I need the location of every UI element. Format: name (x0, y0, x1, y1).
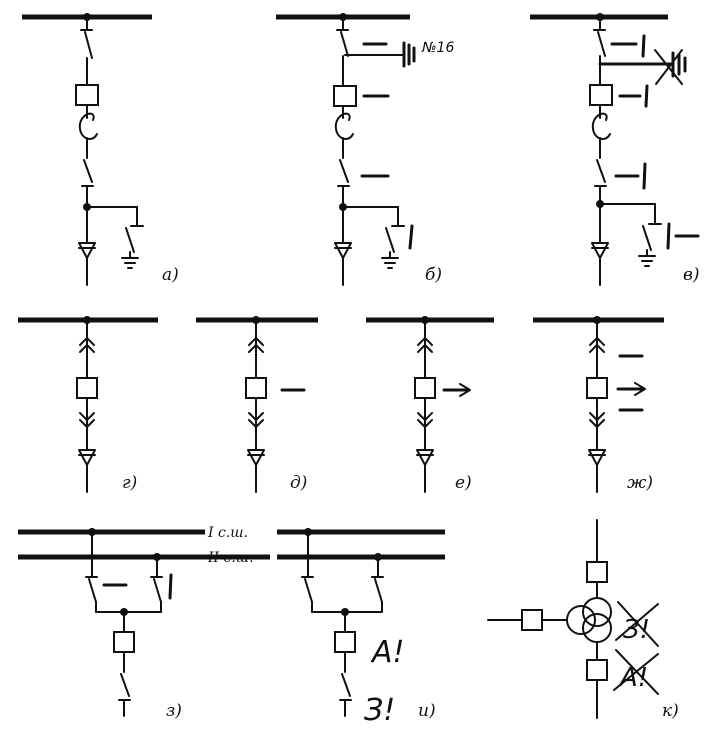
alarm-z-text: З! (364, 693, 395, 728)
panel-v: в) (530, 13, 700, 286)
panel-label-zh: ж) (627, 473, 653, 493)
panel-label-b: б) (425, 265, 442, 285)
bus-2-label: II с.ш. (207, 550, 254, 566)
panel-label-e: е) (455, 473, 472, 493)
grounding-number: №16 (421, 40, 454, 56)
panel-e: е) (366, 316, 494, 493)
panel-label-k: к) (662, 701, 679, 721)
panel-zh: ж) (533, 316, 664, 493)
panel-label-i: и) (418, 701, 436, 721)
panel-g: г) (18, 316, 158, 493)
panel-a: а) (22, 13, 179, 286)
panel-label-g: г) (122, 473, 137, 493)
panel-i: А! З! и) (277, 528, 445, 728)
panel-k: З! А! к) (487, 519, 679, 721)
bus-1-label: I с.ш. (207, 525, 248, 541)
panel-b: №16 б) (276, 13, 454, 286)
alarm-a-text: А! (370, 635, 405, 670)
panel-label-z: з) (166, 701, 182, 721)
panel-label-a: а) (162, 265, 179, 285)
panel-label-d: д) (290, 473, 307, 493)
panel-d: д) (196, 316, 318, 493)
panel-z: з) I с.ш. II с.ш. (18, 525, 270, 721)
panel-label-v: в) (683, 265, 700, 285)
